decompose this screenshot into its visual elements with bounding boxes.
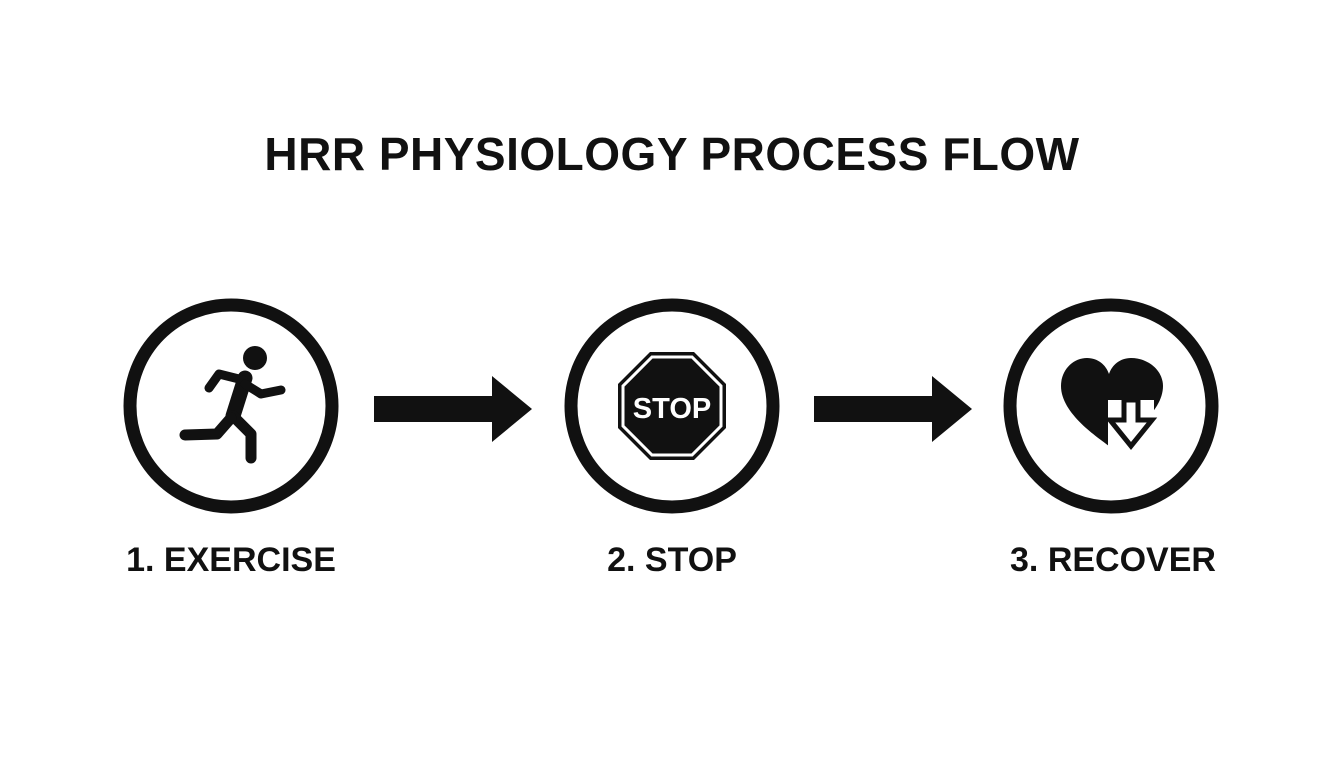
diagram-title: HRR PHYSIOLOGY PROCESS FLOW xyxy=(264,128,1080,180)
step-recover-label: 3. RECOVER xyxy=(1010,541,1216,579)
step-stop-circle: STOP xyxy=(562,296,782,516)
arrow-right-icon xyxy=(814,376,972,442)
arrow-right-icon xyxy=(374,376,532,442)
stop-sign-text: STOP xyxy=(633,393,711,425)
step-exercise-circle xyxy=(121,296,341,516)
step-exercise-label: 1. EXERCISE xyxy=(126,541,336,579)
running-person-icon xyxy=(123,298,339,514)
stop-sign-icon: STOP xyxy=(564,298,780,514)
heart-down-arrow-icon xyxy=(1003,298,1219,514)
step-recover-circle xyxy=(1001,296,1221,516)
step-stop-label: 2. STOP xyxy=(607,541,737,579)
